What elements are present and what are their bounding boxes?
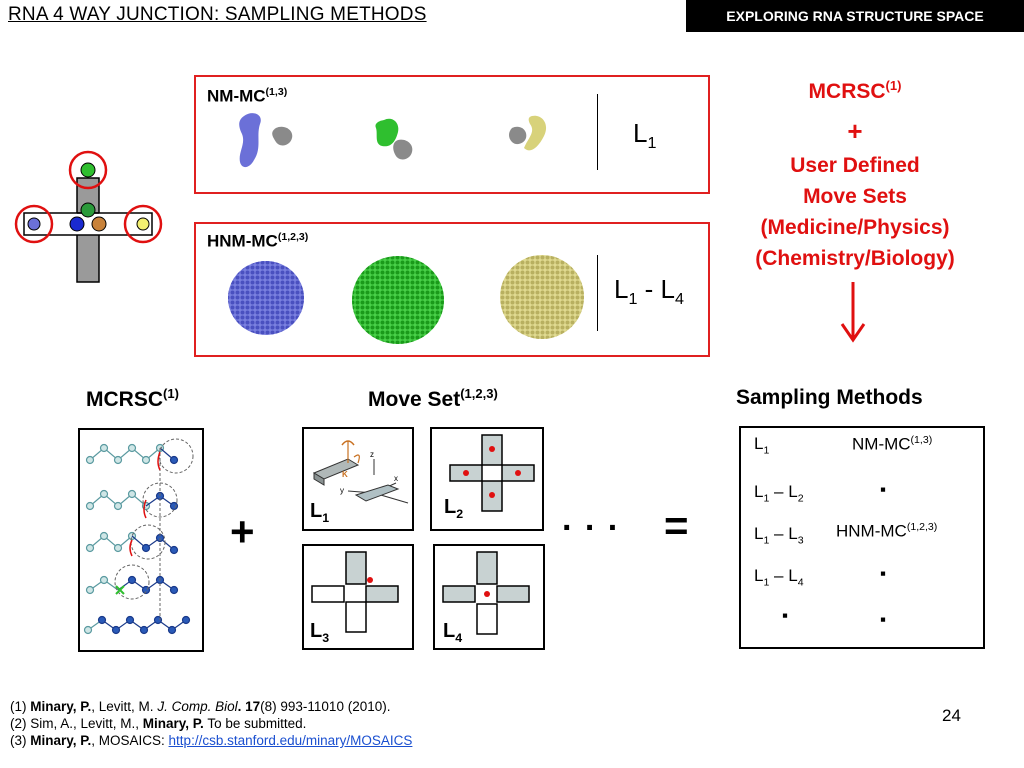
- sampling-row-5-method: ▪: [880, 610, 887, 629]
- nm-mc-box: [194, 75, 710, 194]
- move-set-l3-cross: [311, 551, 399, 633]
- reference-2: (2) Sim, A., Levitt, M., Minary, P. To b…: [10, 716, 307, 731]
- nm-mc-structures: [239, 113, 547, 168]
- ellipsis: . . .: [562, 500, 620, 538]
- sampling-row-3-method: HNM-MC(1,2,3): [836, 521, 938, 541]
- move-set-title: Move Set(1,2,3): [368, 386, 498, 411]
- axis-label-z: z: [370, 450, 374, 459]
- reference-3: (3) Minary, P., MOSAICS: http://csb.stan…: [10, 733, 413, 748]
- sampling-row-3-level: L1 – L3: [754, 524, 804, 547]
- move-set-label-l1: L1: [310, 500, 330, 525]
- nm-mc-level: L1: [633, 118, 657, 153]
- hnm-mc-structures: [228, 255, 584, 344]
- hnm-mc-box: [194, 222, 710, 357]
- mcrsc-line: User Defined: [790, 154, 920, 177]
- mcrsc-line: (Chemistry/Biology): [755, 247, 955, 270]
- down-arrow-icon: [840, 282, 866, 343]
- sampling-row-4-method: ▪: [880, 564, 887, 583]
- move-set-l1-drawing: K z y x: [312, 440, 409, 504]
- reference-1: (1) Minary, P., Levitt, M. J. Comp. Biol…: [10, 699, 391, 714]
- axis-label-x: x: [394, 474, 398, 483]
- move-set-l4-cross: [442, 551, 530, 635]
- mcrsc-chain-drawing: [83, 438, 194, 635]
- sampling-methods-title: Sampling Methods: [736, 386, 923, 409]
- sampling-row-2-method: ▪: [880, 480, 887, 499]
- hnm-mc-level-range: L1 - L4: [614, 274, 684, 309]
- mcrsc-line: (Medicine/Physics): [760, 216, 950, 239]
- slide-title: RNA 4 WAY JUNCTION: SAMPLING METHODS: [8, 4, 427, 25]
- sampling-row-5-level: ▪: [782, 606, 789, 625]
- move-set-l2-cross: [449, 434, 535, 512]
- move-set-label-l3: L3: [310, 620, 330, 645]
- mcrsc-side-title: MCRSC(1): [808, 78, 902, 103]
- mcrsc-lower-title: MCRSC(1): [86, 386, 179, 411]
- sampling-methods-panel: [739, 426, 985, 649]
- hnm-mc-divider: [597, 255, 598, 331]
- nm-mc-label: NM-MC(1,3): [207, 86, 288, 106]
- plus-sign: +: [230, 508, 255, 555]
- mcrsc-line: Move Sets: [803, 185, 907, 208]
- mosaics-link[interactable]: http://csb.stanford.edu/minary/MOSAICS: [168, 733, 413, 748]
- header-banner: EXPLORING RNA STRUCTURE SPACE: [686, 0, 1024, 32]
- sampling-row-1-level: L1: [754, 434, 770, 457]
- page-number: 24: [942, 706, 961, 725]
- mcrsc-side-lines: User Defined Move Sets (Medicine/Physics…: [720, 150, 990, 274]
- junction-diagram: [14, 150, 163, 283]
- move-set-label-l2: L2: [444, 496, 464, 521]
- axis-label-y: y: [340, 486, 344, 495]
- sampling-row-1-method: NM-MC(1,3): [852, 434, 933, 454]
- move-set-label-l4: L4: [443, 620, 463, 645]
- axis-label-k: K: [342, 470, 348, 479]
- references: (1) Minary, P., Levitt, M. J. Comp. Biol…: [10, 698, 412, 749]
- equals-sign: =: [664, 502, 689, 549]
- nm-mc-divider: [597, 94, 598, 170]
- mcrsc-side-plus: +: [847, 116, 863, 146]
- sampling-row-2-level: L1 – L2: [754, 482, 804, 505]
- hnm-mc-label: HNM-MC(1,2,3): [207, 231, 309, 251]
- sampling-row-4-level: L1 – L4: [754, 566, 804, 589]
